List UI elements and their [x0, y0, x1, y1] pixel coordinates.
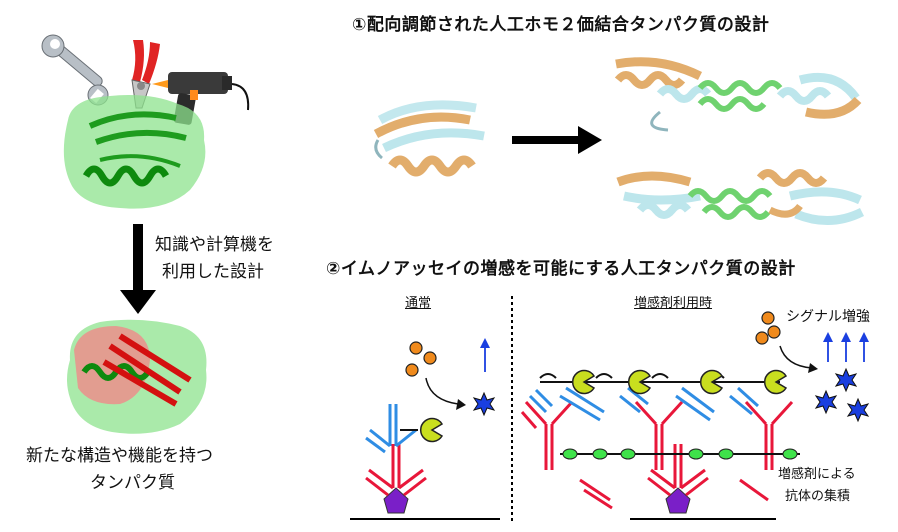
wrench-icon: [41, 34, 109, 106]
signal-star-3: [847, 398, 869, 422]
signal-star-2: [815, 390, 837, 414]
heading-design-1: ①配向調節された人工ホモ２価結合タンパク質の設計: [352, 15, 770, 35]
normal-label: 通常: [405, 296, 432, 311]
result-label-line1: 新たな構造や機能を持つ: [26, 446, 213, 466]
accumulation-label-line1: 増感剤による: [778, 467, 856, 482]
capture-antibody: [365, 444, 427, 497]
design-arrow-down: [120, 224, 156, 314]
enhanced-assay: [520, 311, 869, 520]
signal-star-1: [835, 368, 857, 392]
method-label-line1: 知識や計算機を: [155, 235, 274, 255]
detection-antibody: [365, 404, 417, 454]
signal-label: シグナル増強: [786, 309, 870, 325]
original-protein-structure: [63, 95, 206, 209]
method-label-line2: 利用した設計: [162, 262, 264, 282]
accumulation-label-line2: 抗体の集積: [785, 489, 851, 504]
enzyme-pacman: [419, 417, 443, 443]
antigen-pentagon: [383, 487, 409, 514]
heading-design-2: ②イムノアッセイの増感を可能にする人工タンパク質の設計: [326, 259, 796, 279]
dimer-ribbon-bottom: [616, 169, 865, 226]
signal-star: [473, 392, 495, 416]
enhancer-label: 増感剤利用時: [634, 296, 713, 311]
substrate-ball: [409, 341, 423, 355]
monomer-ribbon: [373, 100, 485, 177]
normal-assay: [350, 338, 500, 520]
dimerization-arrow: [512, 126, 602, 154]
result-label-line2: タンパク質: [90, 473, 175, 493]
enhancer-chain: [560, 448, 800, 460]
dimer-ribbon-top: [614, 57, 862, 132]
designed-protein-structure: [67, 319, 207, 434]
pliers-icon: [131, 40, 160, 109]
